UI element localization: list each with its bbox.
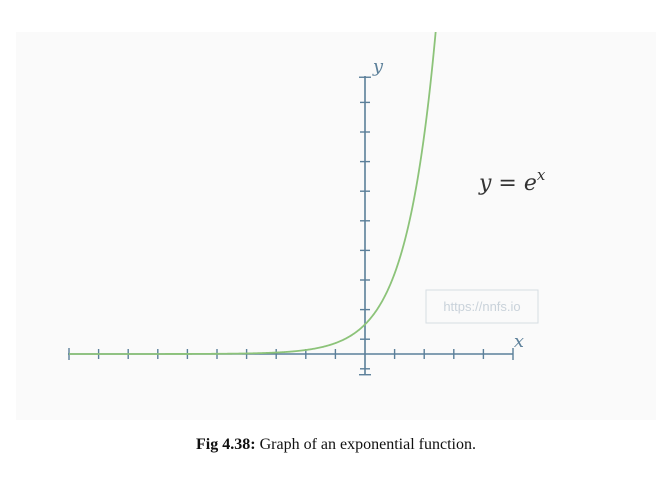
exp-curve — [69, 32, 437, 355]
x-axis-label: x — [514, 331, 524, 352]
exponential-chart: y x y = ex https://nnfs.io — [68, 32, 546, 376]
caption-label: Fig 4.38: — [196, 436, 256, 453]
y-axis-label: y — [372, 56, 384, 77]
watermark-text: https://nnfs.io — [443, 299, 520, 314]
caption-text: Graph of an exponential function. — [255, 436, 476, 453]
watermark-box — [425, 289, 539, 324]
figure-caption: Fig 4.38: Graph of an exponential functi… — [0, 436, 672, 454]
y-axis-ticks — [359, 76, 371, 376]
function-annotation-base: y = e — [478, 171, 537, 196]
function-annotation-superscript: x — [537, 166, 546, 184]
function-annotation: y = ex — [478, 166, 546, 196]
figure-panel: y x y = ex https://nnfs.io — [16, 32, 656, 420]
